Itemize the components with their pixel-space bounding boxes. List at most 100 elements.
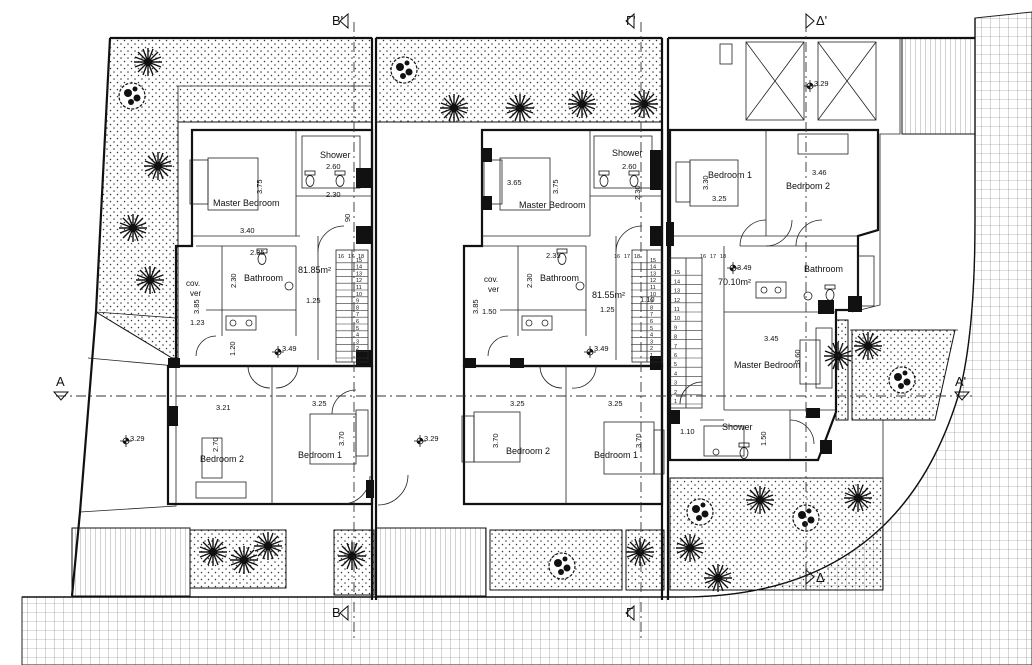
dim-right-360: 3.60 [793,349,802,364]
stair-number: 9 [356,299,359,305]
section-d: Δ [816,570,825,585]
dim-right-345: 3.45 [764,334,779,343]
hatched-strips [71,37,976,597]
stair-number: 12 [356,278,362,284]
stair-number-top: 17 [624,254,630,260]
room-label-shower-right: Shower [722,422,753,432]
stair-number: 13 [356,271,362,277]
stair-number: 4 [674,371,677,377]
section-d-prime: Δ' [816,13,827,28]
stair-number: 5 [650,326,653,332]
dim-middle-125: 1.25 [600,305,615,314]
stair-number: 2 [674,390,677,396]
room-label-bathroom-left: Bathroom [244,273,283,283]
dim-left-230b: 2.30 [229,273,238,288]
dim-left-230: 2.30 [326,190,341,199]
dim-left-385: 3.85 [192,299,201,314]
stair-number: 15 [674,270,680,276]
dim-middle-375: 3.75 [551,179,560,194]
dim-left-270: 2.70 [211,437,220,452]
section-a: A [56,374,65,389]
stair-number-top: 18 [358,254,364,260]
room-label-bathroom-right: Bathroom [804,264,843,274]
stair-number: 7 [356,312,359,318]
stair-number-top: 17 [348,254,354,260]
room-label-cov-left-1: cov. [186,279,200,288]
room-label-bedroom-1-right: Bedroom 1 [708,170,752,180]
stair-number: 2 [356,346,359,352]
dim-middle-370b: 3.70 [634,433,643,448]
stair-number: 11 [356,285,362,291]
stair-number: 2 [650,346,653,352]
unit-right [666,128,880,462]
dim-right-325: 3.25 [712,194,727,203]
room-label-shower-left: Shower [320,150,351,160]
stair-number: 15 [356,258,362,264]
stair-number: 8 [650,305,653,311]
dim-middle-110: 1.10 [640,295,655,304]
stair-number: 4 [650,333,653,339]
room-label-bedroom-2-left: Bedroom 2 [200,454,244,464]
stair-number: 15 [650,258,656,264]
unit-middle [377,128,665,506]
dim-left-325: 3.25 [312,399,327,408]
stair-number: 8 [356,305,359,311]
section-b-prime: B' [332,13,343,28]
stair-number: 14 [650,265,656,271]
level-label-left: 3.49 [282,344,297,353]
stair-number-top: 18 [720,254,726,260]
outside-level-left: 3.29 [130,434,145,443]
dim-left-375: 3.75 [255,179,264,194]
dim-middle-235: 2.35 [546,251,561,260]
section-g: Γ [626,605,633,620]
stair-number: 1 [356,353,359,359]
stair-number: 11 [650,285,656,291]
stairs-middle [631,249,663,363]
room-label-bedroom-1-left: Bedroom 1 [298,450,342,460]
outside-level-middle: 3.29 [424,434,439,443]
stair-number: 10 [674,316,680,322]
room-label-bedroom-2-right: Bedroom 2 [786,181,830,191]
stair-number: 7 [650,312,653,318]
stair-number: 5 [356,326,359,332]
stair-number: 7 [674,344,677,350]
stair-number: 13 [650,271,656,277]
dim-left-235: 2.35 [250,248,265,257]
stair-number: 6 [356,319,359,325]
stair-number: 9 [650,299,653,305]
area-label-left: 81.85m² [298,265,331,275]
section-a-prime: A' [955,374,966,389]
stair-number: 4 [356,333,359,339]
dim-middle-365: 3.65 [507,178,522,187]
roof-panels [719,41,877,121]
room-label-cov-middle-2: ver [488,285,499,294]
room-label-bathroom-middle: Bathroom [540,273,579,283]
stair-number-top: 16 [614,254,620,260]
roof-level-right: 3.29 [814,79,829,88]
area-label-middle: 81.55m² [592,290,625,300]
stair-number: 14 [356,265,362,271]
section-b: B [332,605,341,620]
stair-number: 3 [650,339,653,345]
stairs-right [669,257,703,409]
stair-number: 9 [674,325,677,331]
room-label-bedroom-1-middle: Bedroom 1 [594,450,638,460]
room-label-cov-left-2: ver [190,289,201,298]
stair-number: 8 [674,335,677,341]
level-label-middle: 3.49 [594,344,609,353]
stair-number-top: 16 [338,254,344,260]
stair-number: 3 [674,381,677,387]
stair-number-top: 17 [710,254,716,260]
stair-number: 5 [674,362,677,368]
dim-left-090: 90 [343,214,352,222]
stair-number: 1 [650,353,653,359]
stairs-left [335,249,369,363]
dim-left-260: 2.60 [326,162,341,171]
stair-number: 10 [650,292,656,298]
stair-number: 11 [674,307,680,313]
stair-number-top: 16 [700,254,706,260]
dim-right-330: 3.30 [701,175,710,190]
room-label-shower-middle: Shower [612,148,643,158]
